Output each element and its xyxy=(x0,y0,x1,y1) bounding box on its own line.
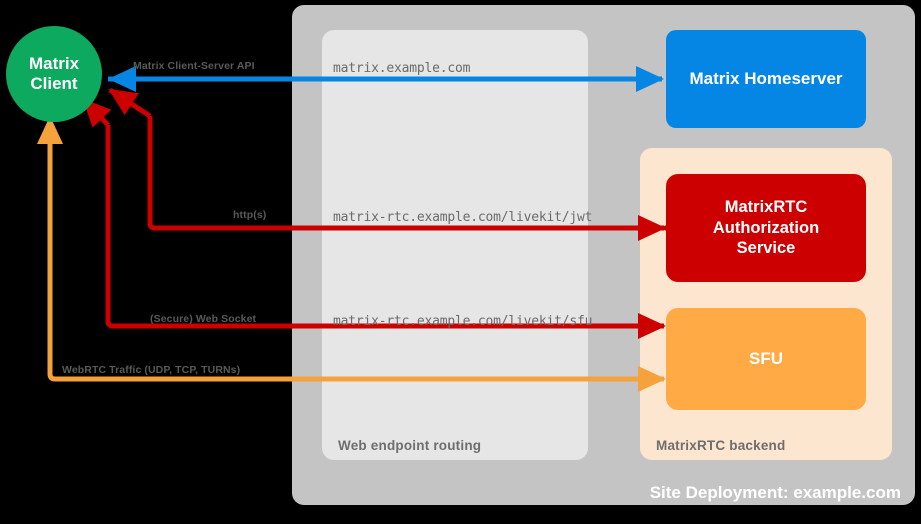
edge-label-websocket: (Secure) Web Socket xyxy=(150,313,257,325)
edge-webrtc-to-sfu xyxy=(47,125,662,382)
auth-service-label-line1: MatrixRTC xyxy=(724,198,808,217)
node-matrix-client[interactable]: Matrix Client xyxy=(6,26,102,122)
edge-label-webrtc-traffic: WebRTC Traffic (UDP, TCP, TURNs) xyxy=(62,364,241,376)
node-matrix-homeserver[interactable]: Matrix Homeserver xyxy=(666,30,866,128)
matrix-homeserver-label: Matrix Homeserver xyxy=(689,69,843,88)
edge-https-to-client-inbound xyxy=(108,87,152,119)
edge-websocket-to-sfu-outbound xyxy=(105,125,662,329)
auth-service-label-line3: Service xyxy=(736,239,796,258)
matrixrtc-backend-label: MatrixRTC backend xyxy=(656,438,786,453)
edge-label-https: http(s) xyxy=(233,209,267,221)
auth-service-label-line2: Authorization xyxy=(712,218,820,237)
matrix-client-label-line2: Client xyxy=(30,74,78,93)
web-endpoint-routing-panel xyxy=(322,30,588,460)
endpoint-livekit-sfu: matrix-rtc.example.com/livekit/sfu xyxy=(333,314,593,329)
edge-label-matrix-client-server-api: Matrix Client-Server API xyxy=(133,60,255,72)
matrix-client-label-line1: Matrix xyxy=(28,53,80,73)
endpoint-livekit-jwt: matrix-rtc.example.com/livekit/jwt xyxy=(333,210,593,225)
node-sfu[interactable]: SFU xyxy=(666,308,866,410)
node-matrixrtc-authorization-service[interactable]: MatrixRTC Authorization Service xyxy=(666,174,866,282)
web-endpoint-routing-label: Web endpoint routing xyxy=(338,438,482,453)
site-deployment-label: Site Deployment: example.com xyxy=(649,483,901,502)
sfu-label: SFU xyxy=(749,349,783,368)
edge-https-to-auth-outbound xyxy=(147,116,688,241)
endpoint-matrix-example-com: matrix.example.com xyxy=(333,61,471,76)
